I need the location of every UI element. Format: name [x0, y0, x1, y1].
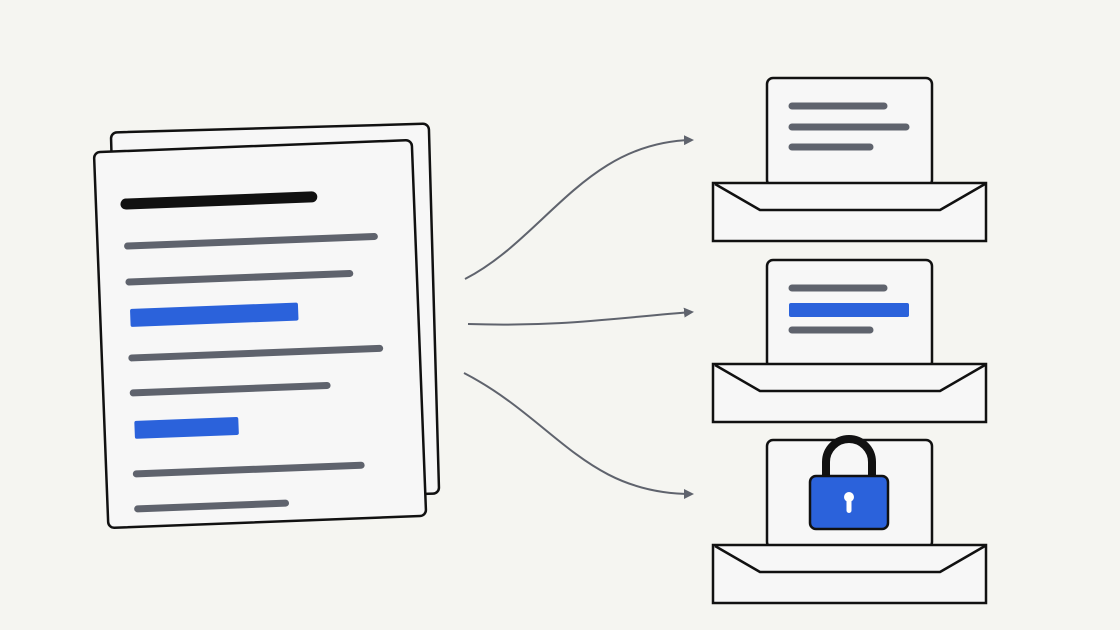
text-line	[128, 344, 384, 362]
text-line	[124, 233, 378, 250]
document-lines	[120, 191, 384, 513]
padlock-icon	[808, 435, 890, 531]
envelope-flap	[714, 544, 986, 574]
envelope-flap	[714, 182, 986, 212]
front-page	[92, 139, 428, 529]
envelope-flap	[714, 363, 986, 393]
title-line	[120, 191, 318, 210]
highlight-bar	[134, 416, 239, 439]
keyhole-slot	[846, 498, 852, 513]
envelope-icon	[711, 435, 988, 605]
arrow-to-envelope-3	[463, 372, 694, 499]
keyhole	[844, 492, 854, 502]
envelope-icon	[711, 258, 988, 424]
envelope-body	[711, 543, 988, 605]
text-line	[132, 461, 365, 478]
arrow-to-envelope-2	[467, 307, 694, 326]
highlight-bar	[130, 302, 299, 327]
arrows	[463, 135, 694, 499]
letter-card	[765, 76, 934, 188]
text-line	[134, 499, 290, 513]
arrow-to-envelope-1	[464, 135, 694, 280]
highlight-bar	[789, 303, 909, 317]
letter-lines	[788, 102, 910, 151]
envelope-body	[711, 181, 988, 243]
letter-lines	[788, 284, 909, 334]
text-line	[129, 381, 331, 397]
text-line	[125, 270, 354, 286]
document-stack-icon	[92, 122, 441, 529]
envelope-body	[711, 362, 988, 424]
envelope-icon	[711, 76, 988, 243]
padlock-shackle	[822, 435, 876, 478]
